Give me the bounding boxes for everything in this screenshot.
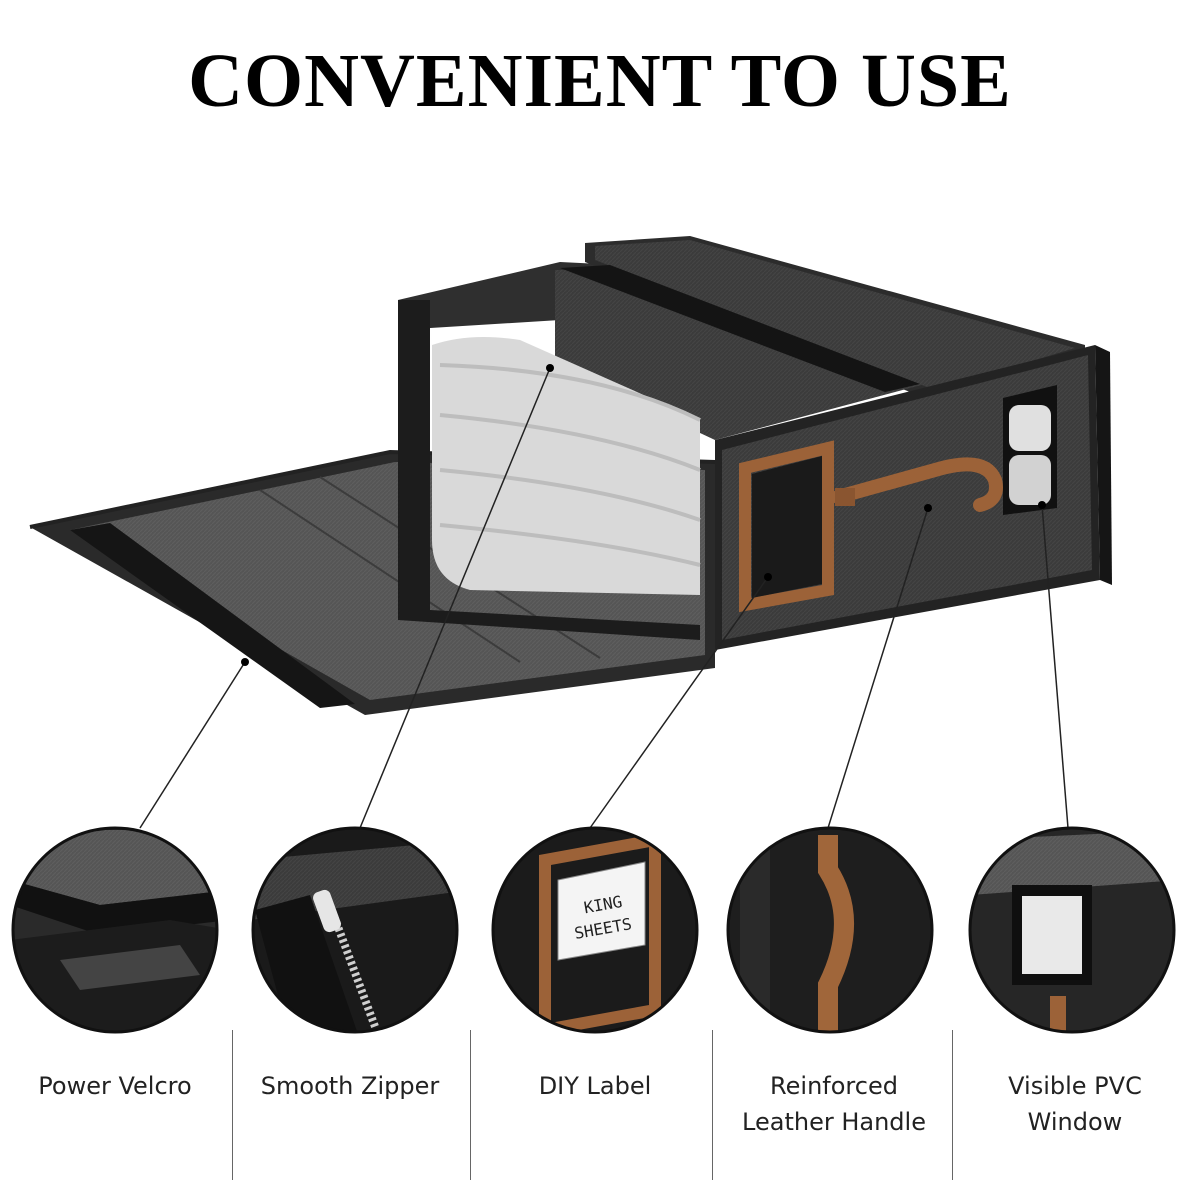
leader-line-velcro [139, 661, 246, 829]
feature-label-velcro: Power Velcro [38, 1072, 192, 1100]
divider [712, 1030, 713, 1180]
leader-line-label [589, 576, 769, 829]
leader-line-zipper [359, 367, 551, 829]
detail-circle-zipper [251, 826, 459, 1034]
feature-label-diy-label: DIY Label [538, 1072, 652, 1100]
leader-line-window [1041, 504, 1069, 829]
page-title: CONVENIENT TO USE [188, 39, 1012, 123]
detail-circle-handle [726, 826, 934, 1034]
leader-dots [241, 364, 1046, 666]
leader-line-handle [827, 507, 929, 829]
folded-sheets [432, 336, 701, 595]
detail-circle-label [491, 826, 699, 1034]
divider [470, 1030, 471, 1180]
detail-circle-window [968, 826, 1176, 1034]
leader-lines [139, 367, 1069, 829]
leather-handle [831, 457, 1003, 512]
feature-label-handle: Reinforced Leather Handle [742, 1072, 926, 1136]
detail-circle-velcro [11, 826, 219, 1034]
pvc-window [1003, 385, 1057, 515]
feature-label-window: Visible PVC Window [1008, 1072, 1142, 1136]
label-holder [739, 440, 834, 613]
feature-label-zipper: Smooth Zipper [260, 1072, 440, 1100]
divider [952, 1030, 953, 1180]
divider [232, 1030, 233, 1180]
